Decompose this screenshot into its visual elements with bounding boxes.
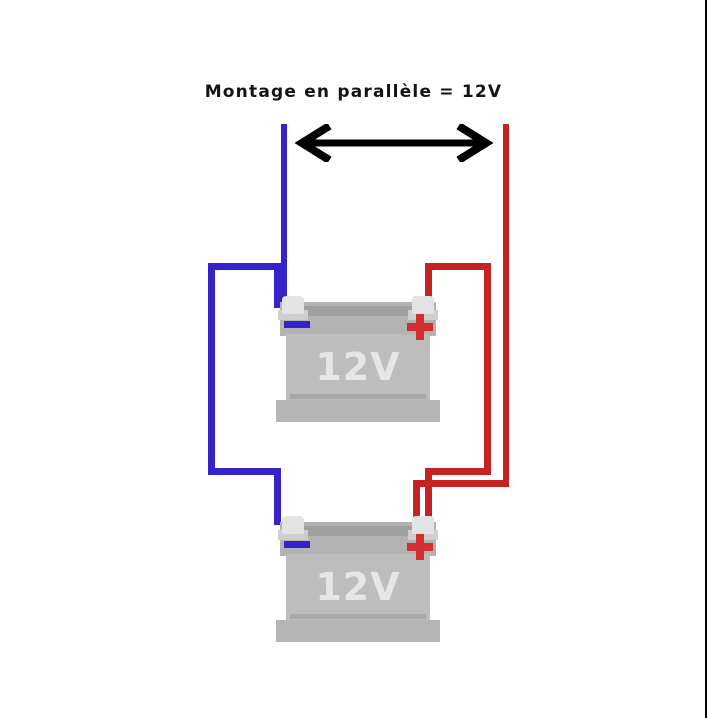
negative-terminal-post xyxy=(282,516,304,534)
minus-sign-icon xyxy=(284,541,310,548)
plus-sign-icon xyxy=(407,314,433,340)
battery-base xyxy=(276,400,440,422)
positive-terminal-post xyxy=(412,296,434,314)
positive-output-horizontal xyxy=(413,480,509,487)
positive-wire-top-horizontal xyxy=(425,263,491,270)
battery-body xyxy=(286,554,430,622)
battery-top-groove xyxy=(294,526,424,536)
positive-wire-bottom-horizontal xyxy=(425,468,491,475)
page-title: Montage en parallèle = 12V xyxy=(204,82,503,102)
battery-body-stripe xyxy=(290,394,426,399)
negative-post-base xyxy=(278,310,308,320)
minus-sign-icon xyxy=(284,321,310,328)
battery-body-stripe xyxy=(290,614,426,619)
negative-wire-top-stub xyxy=(274,263,281,308)
negative-wire-bottom-horizontal xyxy=(208,468,281,475)
negative-wire-bottom-stub xyxy=(274,468,281,525)
positive-terminal-post xyxy=(412,516,434,534)
battery-body xyxy=(286,334,430,402)
battery-bottom: 12V xyxy=(268,512,448,642)
plus-sign-icon xyxy=(407,534,433,560)
battery-voltage-label: 12V xyxy=(315,345,401,389)
negative-wire-left-vertical xyxy=(208,263,215,475)
positive-wire-top-stub xyxy=(425,263,432,308)
positive-output-stub xyxy=(413,480,420,525)
negative-terminal-post xyxy=(282,296,304,314)
negative-wire-top-horizontal xyxy=(208,263,278,270)
positive-wire-bottom-stub xyxy=(425,468,432,525)
battery-top-groove xyxy=(294,306,424,316)
negative-post-base xyxy=(278,530,308,540)
double-headed-arrow-icon xyxy=(292,122,496,164)
positive-output-lead xyxy=(503,124,509,480)
negative-output-lead xyxy=(281,124,287,307)
battery-voltage-label: 12V xyxy=(315,565,401,609)
battery-base xyxy=(276,620,440,642)
battery-top: 12V xyxy=(268,292,448,422)
positive-wire-right-vertical xyxy=(484,263,491,468)
